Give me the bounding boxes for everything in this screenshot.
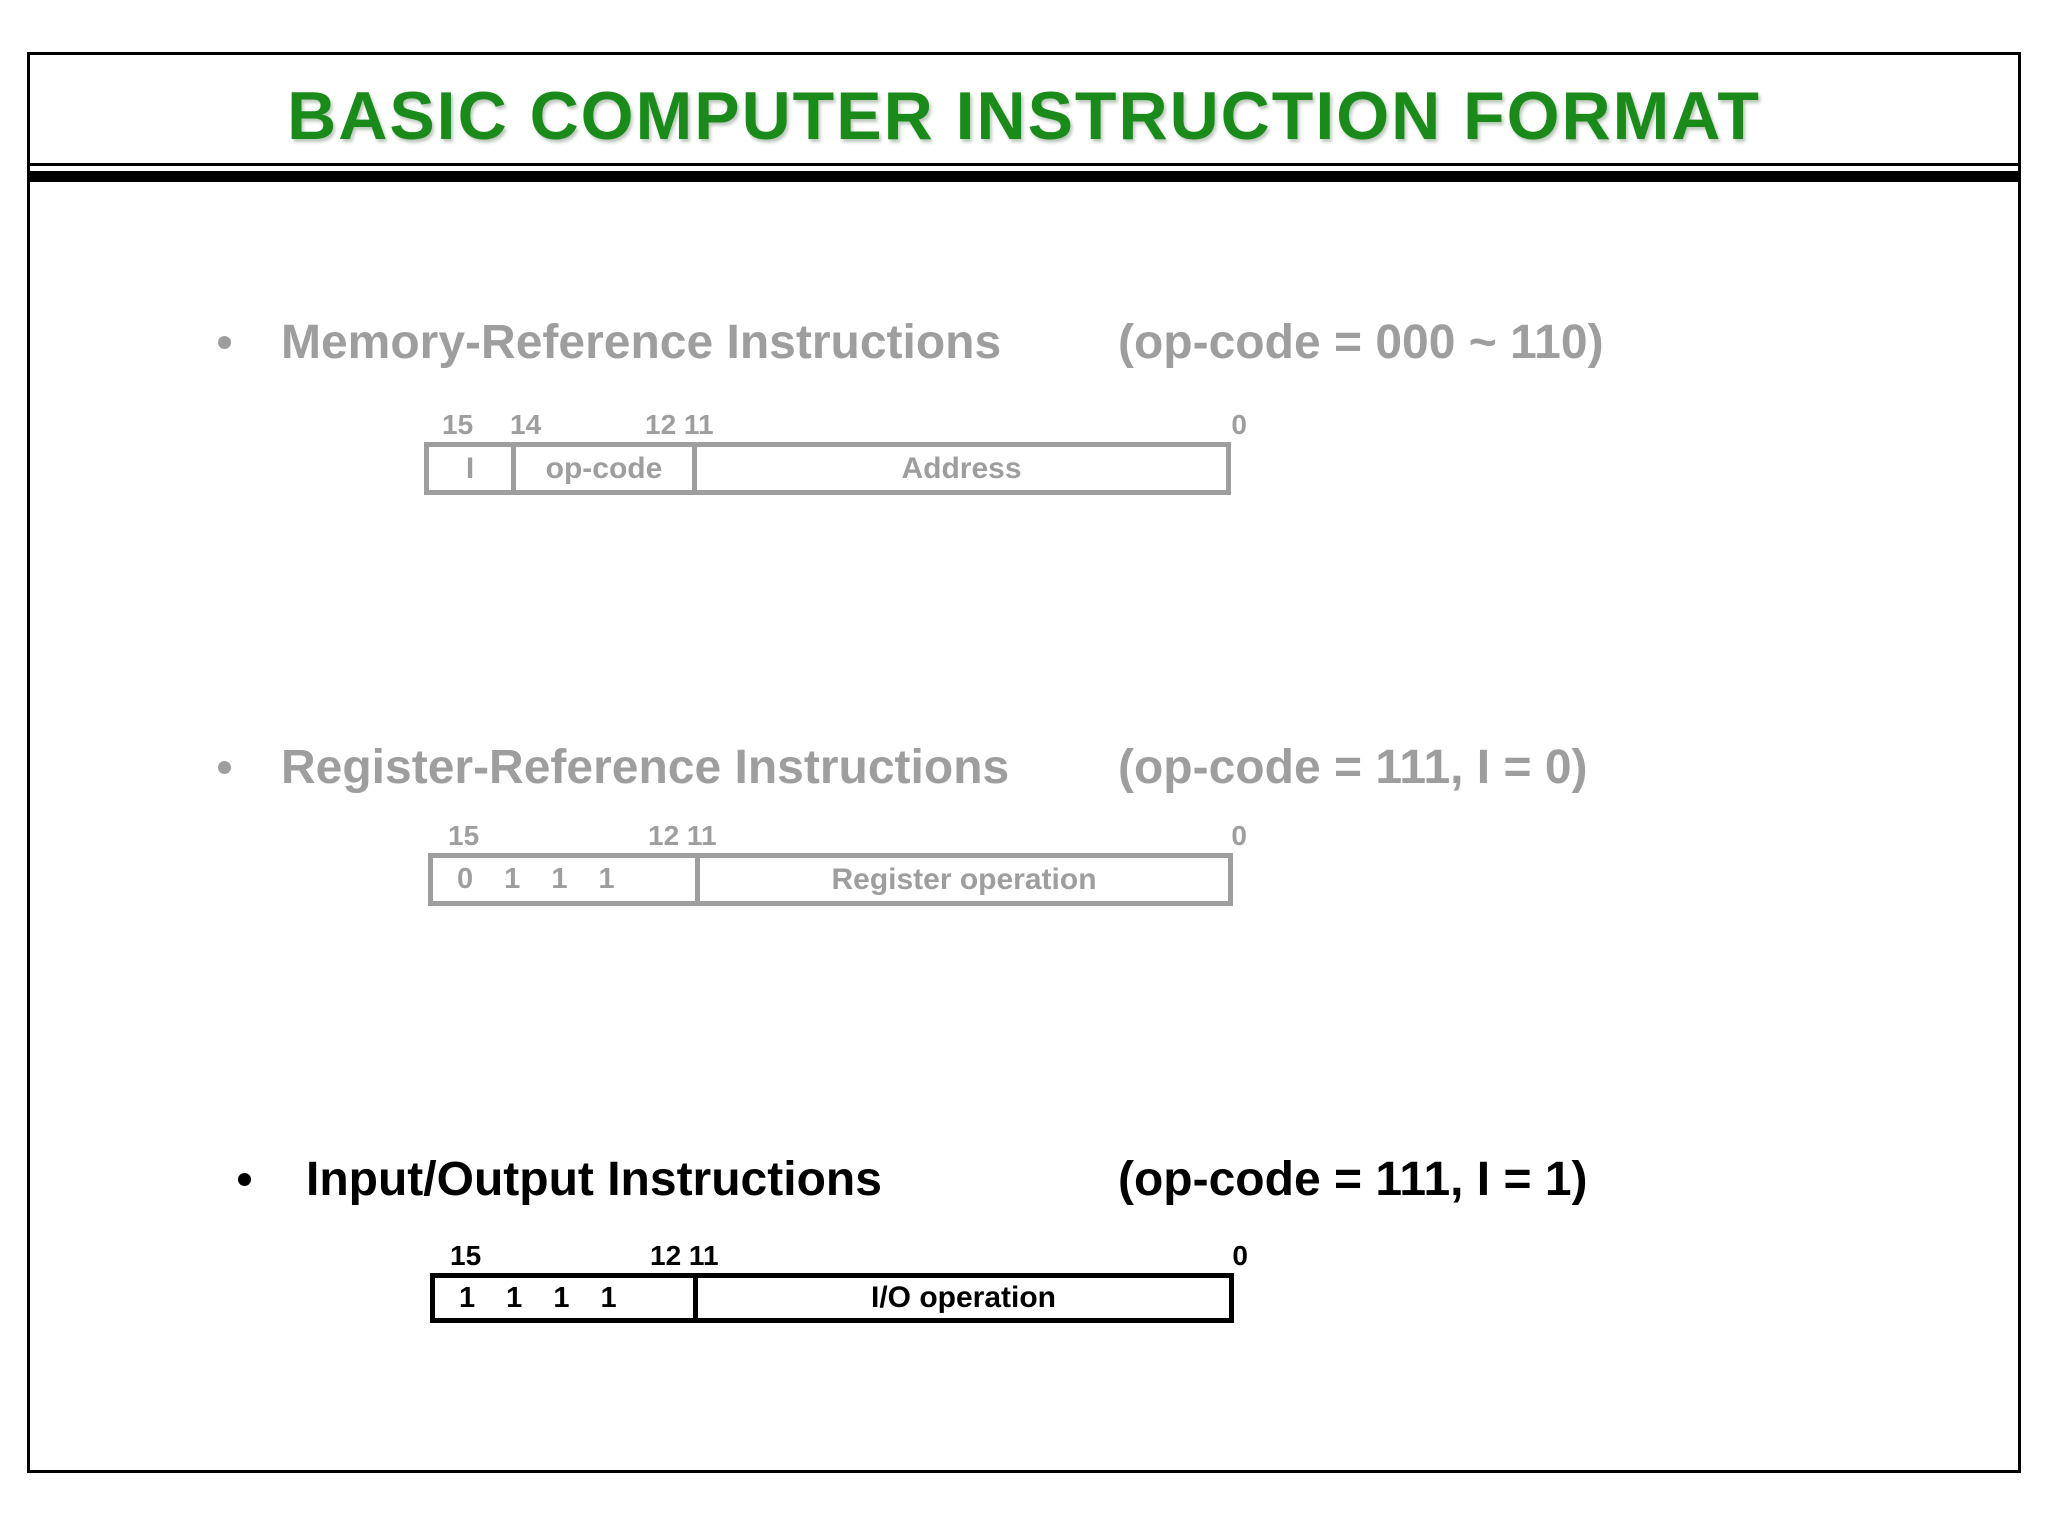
slide-title: BASIC COMPUTER INSTRUCTION FORMAT	[287, 78, 1761, 154]
title-divider-thin	[30, 163, 2018, 166]
field-cell-opcode-bits: 1 1 1 1	[459, 1281, 617, 1314]
opcode-note-register-reference: (op-code = 111, I = 0)	[1118, 741, 1588, 794]
bullet-icon	[218, 336, 231, 349]
bit-label-0: 0	[1231, 409, 1247, 440]
opcode-note-input-output: (op-code = 111, I = 1)	[1118, 1153, 1588, 1206]
slide-frame: BASIC COMPUTER INSTRUCTION FORMAT Memory…	[27, 52, 2021, 1473]
field-cell-opcode: op-code	[511, 447, 692, 490]
section-heading-input-output: Input/Output Instructions	[306, 1153, 882, 1206]
bit-label-15: 15	[450, 1240, 482, 1271]
bit-label-14: 14	[510, 409, 542, 440]
bit-label-0: 0	[1232, 1240, 1248, 1271]
instruction-word-box: 1 1 1 1 I/O operation	[430, 1273, 1234, 1323]
instruction-word-box: 0 1 1 1 Register operation	[428, 853, 1233, 906]
field-cell-register-operation: Register operation	[695, 858, 1228, 901]
bit-label-12-11: 12 11	[650, 1240, 719, 1271]
bit-label-12-11: 12 11	[648, 820, 717, 851]
field-cell-io-operation: I/O operation	[693, 1278, 1229, 1318]
instruction-word-box: I op-code Address	[424, 442, 1231, 495]
field-cell-address: Address	[692, 447, 1226, 490]
bit-label-0: 0	[1231, 820, 1247, 851]
field-cell-opcode-bits: 0 1 1 1	[457, 863, 615, 895]
bit-label-12-11: 12 11	[645, 409, 714, 440]
bit-label-15: 15	[442, 409, 474, 440]
section-heading-memory-reference: Memory-Reference Instructions	[281, 316, 1002, 369]
field-cell-i: I	[465, 451, 475, 485]
opcode-note-memory-reference: (op-code = 000 ~ 110)	[1118, 316, 1604, 369]
bit-label-15: 15	[448, 820, 480, 851]
section-heading-register-reference: Register-Reference Instructions	[281, 741, 1010, 794]
title-divider-thick	[30, 171, 2018, 182]
bullet-icon	[238, 1173, 251, 1186]
bullet-icon	[218, 761, 231, 774]
